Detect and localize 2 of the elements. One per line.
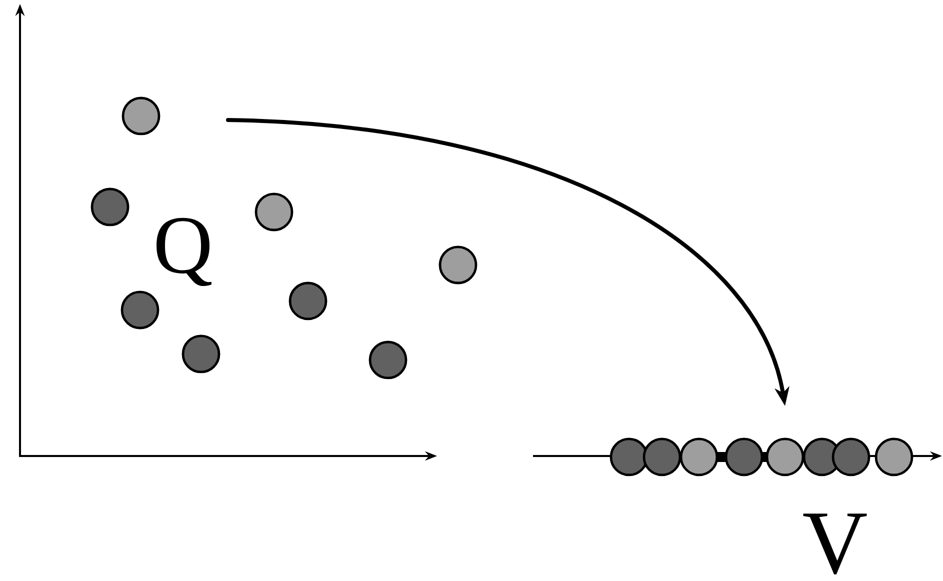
axis-label: V xyxy=(803,514,867,574)
axis-label: Q xyxy=(156,218,212,286)
